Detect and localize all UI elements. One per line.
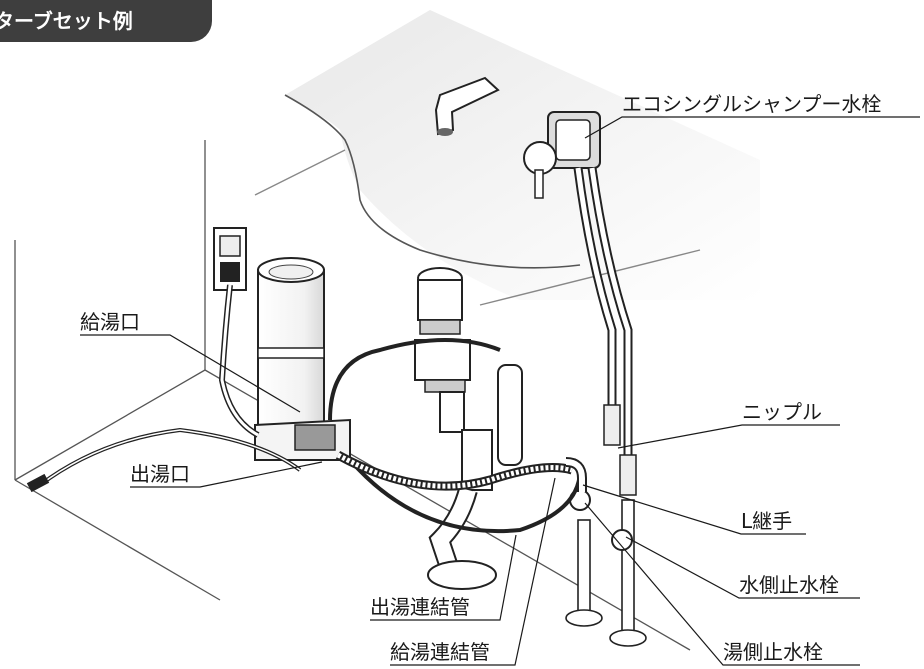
spout	[434, 76, 500, 136]
label-nipple: ニップル	[742, 400, 822, 424]
label-hot-water-inlet: 給湯口	[80, 310, 140, 334]
faucet-handle	[523, 141, 557, 175]
basin-edge-line	[284, 94, 581, 269]
leader-water-stop	[625, 536, 860, 599]
label-outlet-connection-pipe: 出湯連結管	[370, 595, 470, 619]
leader-hot-stop	[584, 502, 860, 666]
leader-hot-outlet	[80, 334, 301, 413]
label-eco-single-shampoo-faucet: エコシングルシャンプー水栓	[622, 92, 882, 116]
leader-supply-pipe	[390, 477, 556, 666]
label-l-joint: L継手	[741, 509, 793, 533]
label-supply-connection-pipe: 給湯連結管	[390, 640, 490, 664]
leader-l-joint	[582, 484, 806, 535]
leader-nipple	[617, 424, 840, 449]
label-water-side-stop-valve: 水側止水栓	[739, 573, 839, 597]
title-tab: ターブセット例	[0, 0, 212, 42]
basin-top-surface	[285, 10, 760, 300]
leader-hot-exit	[130, 461, 323, 488]
leader-eco-faucet	[584, 116, 920, 139]
label-hot-water-outlet: 出湯口	[130, 462, 190, 486]
leader-outlet-pipe	[370, 534, 517, 621]
counter-front-line	[254, 149, 346, 196]
counter-right-line	[479, 249, 701, 306]
label-hot-side-stop-valve: 湯側止水栓	[723, 640, 823, 664]
